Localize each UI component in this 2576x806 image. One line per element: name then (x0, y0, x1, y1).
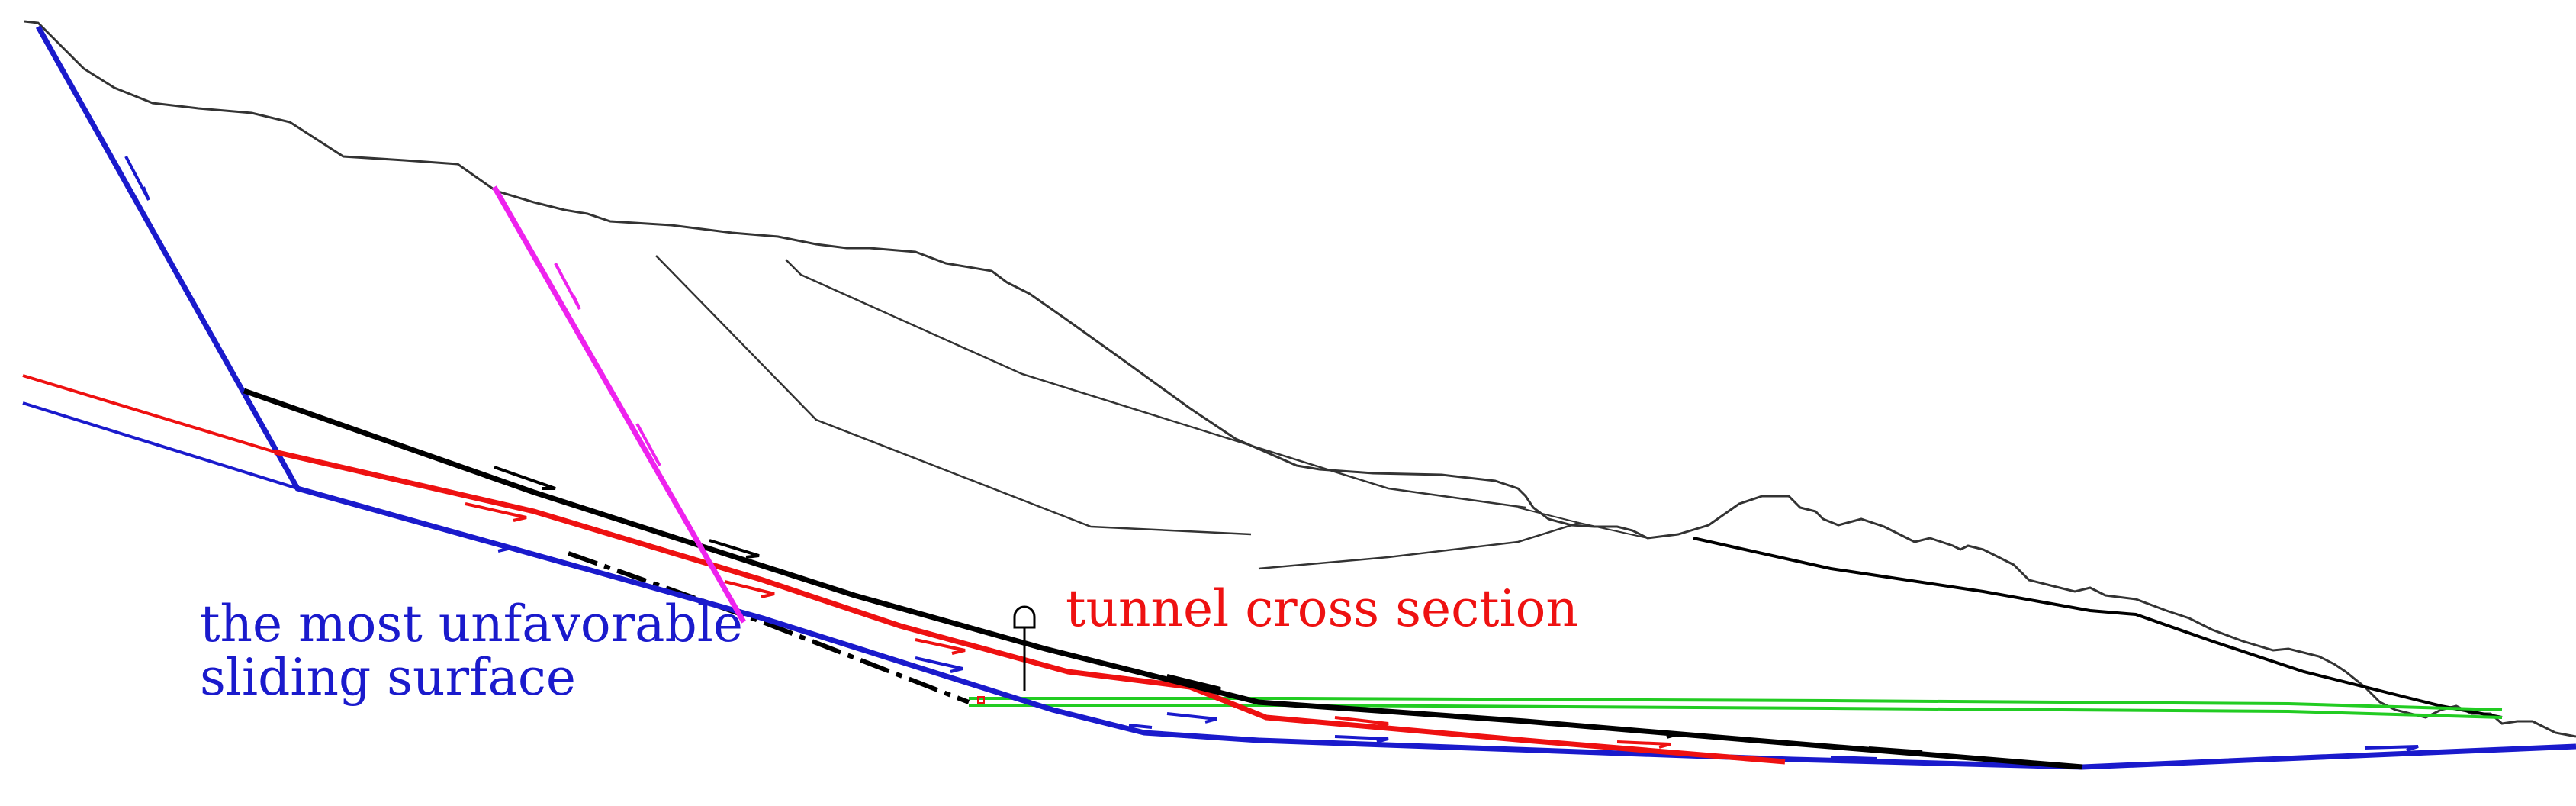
arrow-icon-red-2 (724, 580, 775, 598)
tunnel-cross-section-icon (977, 605, 1036, 704)
arrow-icon-blue-1 (124, 156, 150, 201)
arrow-icon-black-4 (1624, 729, 1679, 739)
arrow-icon-red-3 (915, 638, 966, 655)
arrow-icon-magenta-1 (554, 263, 581, 310)
arrow-icon-blue-7 (2364, 745, 2419, 752)
green-layer-bottom (969, 704, 2503, 719)
arrow-icon-blue-8 (1128, 724, 1153, 729)
slip-arrows (124, 156, 2419, 763)
magenta-fault (491, 185, 747, 624)
blue-sliding-surface-upslope (22, 401, 298, 490)
red-sliding-surface-upslope (22, 374, 275, 453)
tunnel-marker-red (977, 696, 985, 704)
sliding-surface-label-line2: sliding surface (200, 648, 576, 707)
arrow-icon-black-1 (494, 466, 556, 490)
arrow-icon-blue-4 (1166, 712, 1217, 724)
arrow-icon-red-4 (1334, 716, 1389, 728)
arrow-icon-blue-2 (457, 533, 512, 553)
joint-line-1 (655, 255, 1252, 536)
green-layer-top (969, 697, 2503, 711)
arrow-icon-blue-6 (1830, 756, 1877, 763)
red-sliding-surface (274, 449, 1786, 765)
arrow-icon-red-1 (465, 502, 527, 522)
arrow-icon-blue-3 (915, 656, 963, 673)
sliding-surface-label-line1: the most unfavorable (200, 595, 743, 653)
tunnel-profile-shape (1013, 605, 1036, 629)
ground-surface-line (24, 20, 2576, 738)
tunnel-cross-section-label: tunnel cross section (1066, 579, 1578, 638)
joint-line-2 (785, 259, 1526, 509)
black-sliding-surface (243, 388, 2083, 770)
joint-line-3 (1258, 521, 1580, 570)
arrow-icon-black-2 (709, 539, 760, 559)
dashed-black-plane (568, 551, 970, 704)
arrow-icon-blue-5 (1334, 735, 1389, 743)
arrow-icon-black-5 (1868, 746, 1923, 756)
arrow-icon-black-3 (1166, 674, 1221, 692)
bedding-plane-lower-right (1693, 537, 2503, 719)
arrow-icon-magenta-2 (635, 423, 661, 466)
joint-line-4 (1517, 507, 1648, 539)
arrow-icon-red-5 (1616, 740, 1671, 749)
blue-sliding-surface (35, 25, 2576, 770)
